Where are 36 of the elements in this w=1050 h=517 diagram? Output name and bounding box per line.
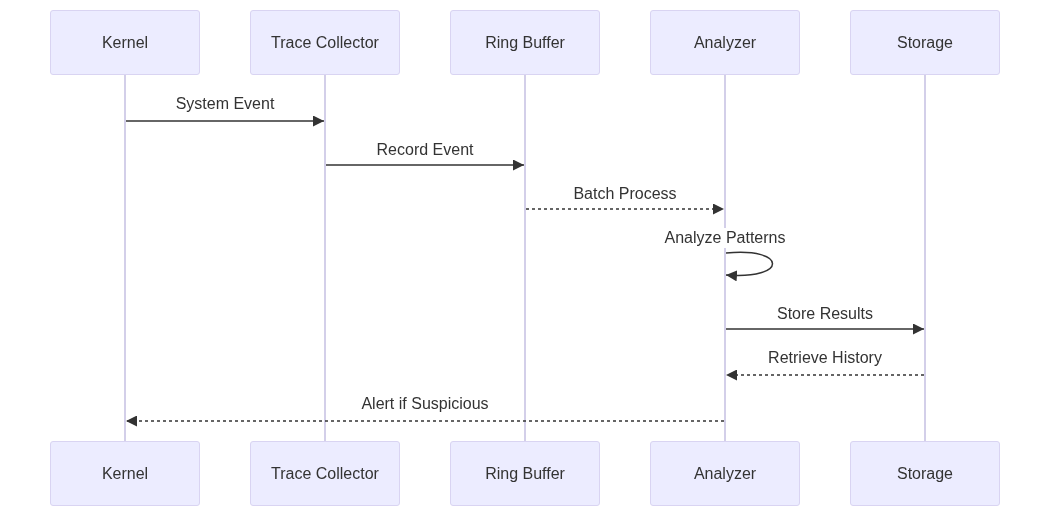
lifeline <box>124 75 126 441</box>
message-arrow <box>725 251 774 281</box>
actor-name: Trace Collector <box>271 32 379 53</box>
actor-name: Kernel <box>101 463 149 484</box>
message-arrow <box>125 415 725 427</box>
message-arrow <box>725 323 925 335</box>
message-arrow <box>125 115 325 127</box>
actor-name: Ring Buffer <box>485 32 565 53</box>
actor-name: Storage <box>896 32 953 53</box>
message-arrow <box>325 159 525 171</box>
actor-box <box>450 10 600 75</box>
actor-box <box>850 441 1000 506</box>
actor-name: Trace Collector <box>271 463 379 484</box>
actor-box <box>50 441 200 506</box>
lifeline <box>724 75 726 441</box>
edge-label: Retrieve History <box>766 348 884 368</box>
message-arrow <box>725 369 925 381</box>
actor-box <box>50 10 200 75</box>
edge-label: System Event <box>173 94 277 114</box>
actor-box <box>250 10 400 75</box>
lifeline <box>324 75 326 441</box>
edge-label: Analyze Patterns <box>662 228 788 248</box>
actor-box <box>650 441 800 506</box>
actor-name: Ring Buffer <box>485 463 565 484</box>
lifeline <box>524 75 526 441</box>
lifeline <box>924 75 926 441</box>
actor-box <box>250 441 400 506</box>
actor-box <box>650 10 800 75</box>
message-arrow <box>525 203 725 215</box>
actor-box <box>850 10 1000 75</box>
actor-name: Analyzer <box>693 463 757 484</box>
actor-name: Analyzer <box>693 32 757 53</box>
actor-name: Storage <box>896 463 953 484</box>
actor-box <box>450 441 600 506</box>
actor-name: Kernel <box>101 32 149 53</box>
edge-label: Alert if Suspicious <box>359 394 491 414</box>
